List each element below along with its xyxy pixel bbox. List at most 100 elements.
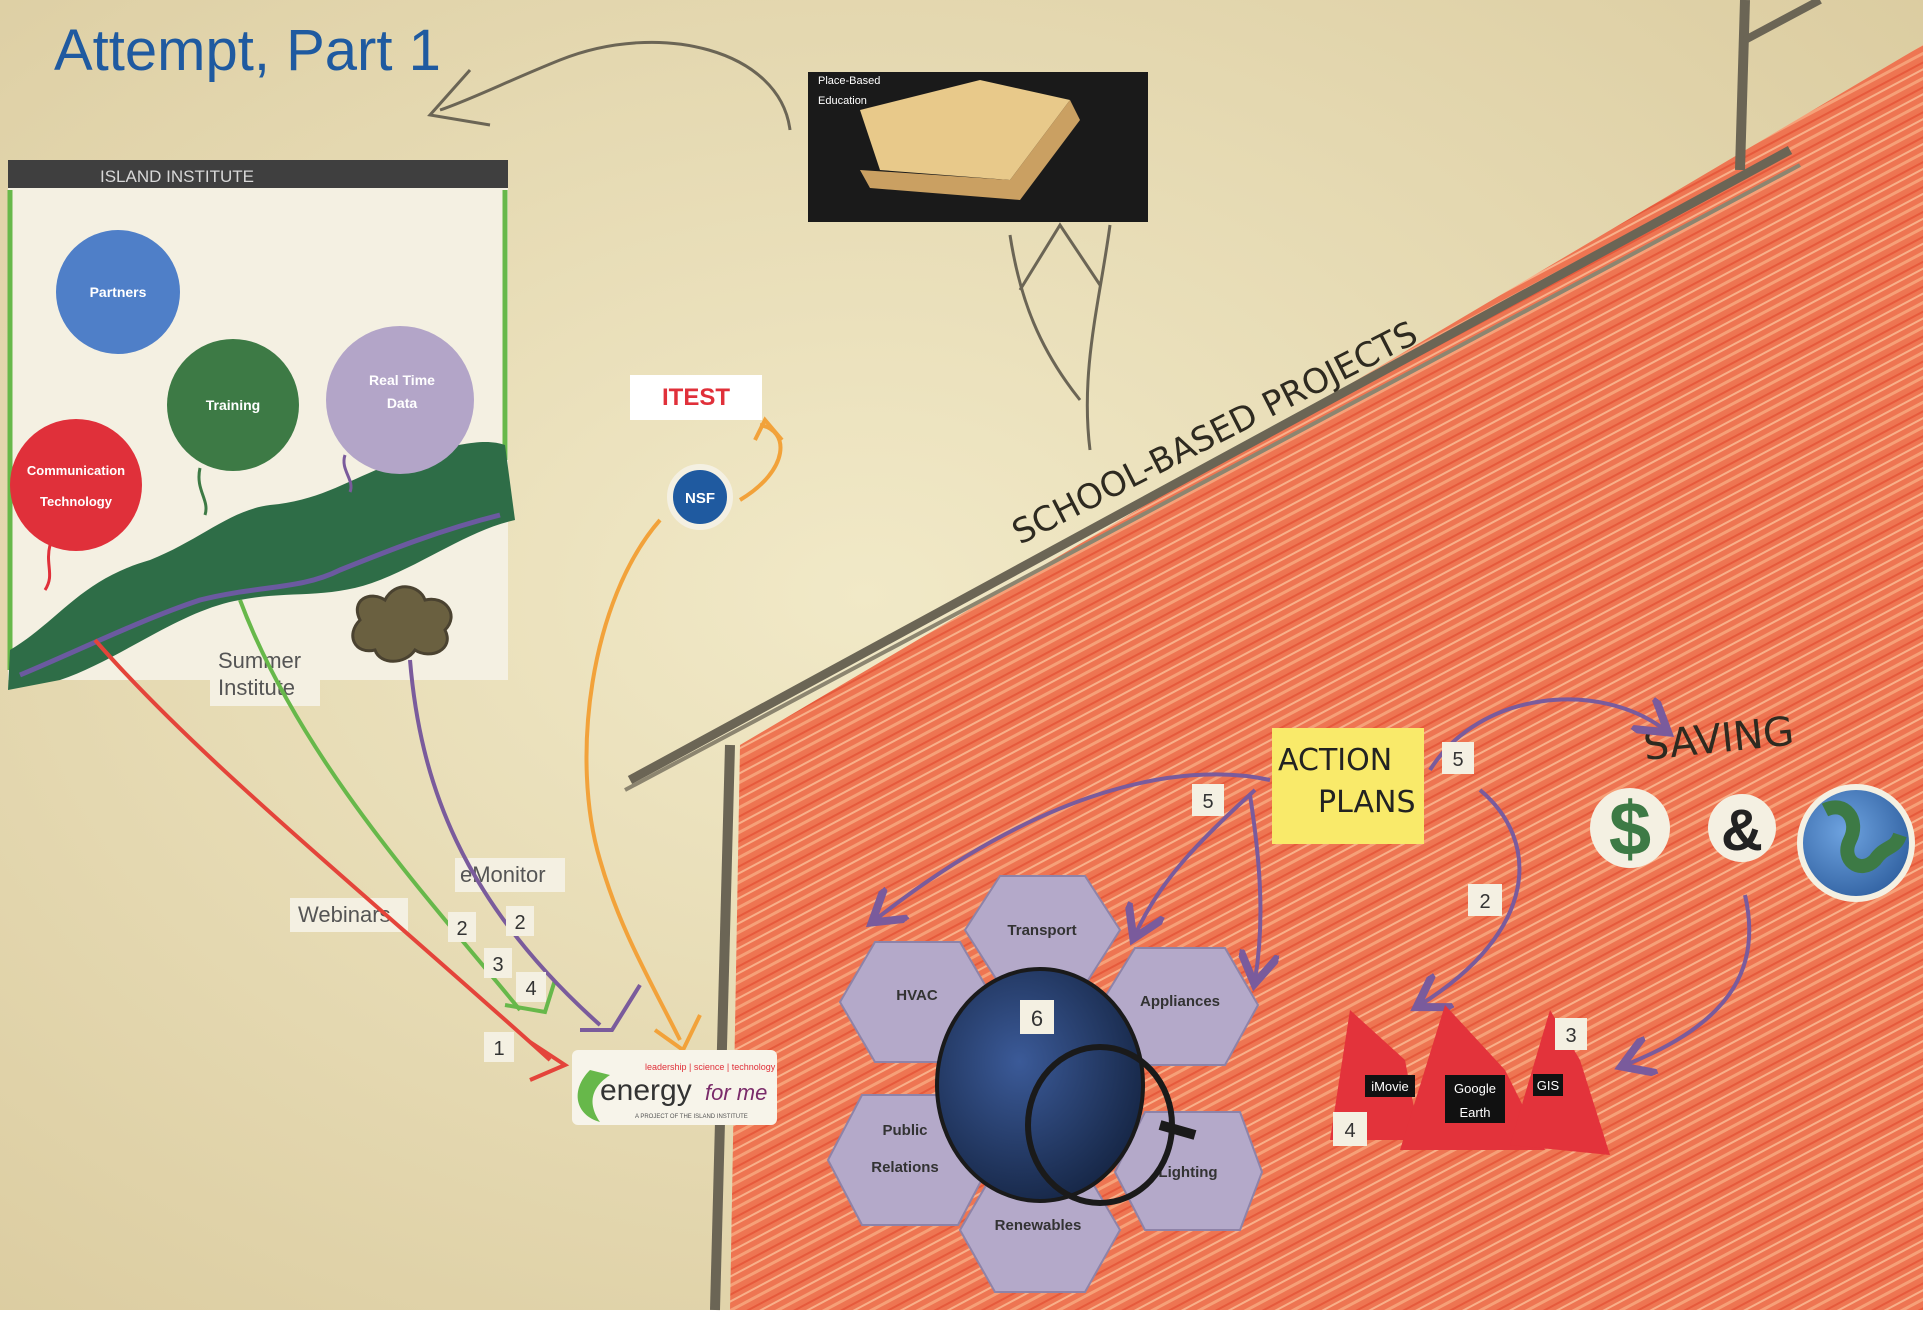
purple-arrow-head <box>580 983 642 1032</box>
realtime-data-circle <box>326 326 474 474</box>
action-to-appliances-arrow <box>1250 794 1260 980</box>
number-tag: 5 <box>1442 742 1474 774</box>
partners-label: Partners <box>90 284 147 300</box>
energy-logo-main: energy <box>600 1074 692 1107</box>
energy-for-me-logo <box>572 1050 777 1125</box>
dollar-sign: $ <box>1609 787 1651 872</box>
communication-label-line1: Communication <box>27 463 125 478</box>
nsf-orange-arrow <box>584 518 682 1041</box>
bottom-edge <box>0 1310 1923 1322</box>
summer-green-arrow <box>238 599 522 1012</box>
hexagon-renewables-label: Renewables <box>995 1217 1082 1234</box>
ampersand-cutout <box>1708 794 1776 862</box>
communication-label-line2: Technology <box>40 494 113 509</box>
hexagon-appliances-label: Appliances <box>1140 993 1220 1010</box>
tool-imovie: iMovie <box>1371 1079 1409 1094</box>
energy-logo-leaf <box>577 1070 610 1122</box>
number-tag: 5 <box>1192 784 1224 816</box>
number-tag: 2 <box>506 906 534 936</box>
emonitor-purple-arrow <box>408 659 602 1027</box>
hexagon-hvac-label: HVAC <box>896 987 938 1004</box>
book-label-line1: Place-Based <box>818 75 880 87</box>
tool-google-line1: Google <box>1454 1081 1496 1096</box>
gis-tag <box>1533 1074 1563 1096</box>
slide-title: Attempt, Part 1 <box>54 18 441 83</box>
arrow-to-book-sketch <box>1008 224 1112 451</box>
hexagon-lighting: Lighting <box>1113 1111 1264 1231</box>
red-arrow-head <box>528 1040 570 1082</box>
itest-logo-text: ITEST <box>662 384 730 411</box>
action-to-hvac-arrow <box>875 772 1271 920</box>
house-wall-line <box>710 744 735 1311</box>
training-circle <box>167 339 299 471</box>
number-tag: 2 <box>1468 884 1502 916</box>
book-pages <box>860 80 1070 180</box>
webinars-number-2: 2 <box>456 918 467 940</box>
cloud-scribble <box>351 585 453 663</box>
tool-gis: GIS <box>1537 1078 1560 1093</box>
realtime-label-line2: Data <box>387 395 418 411</box>
roof-line <box>627 146 1793 784</box>
tools-number-3: 3 <box>1565 1025 1576 1047</box>
institute-banner-text: ISLAND INSTITUTE <box>100 167 254 186</box>
magnifier-handle <box>1158 1120 1197 1140</box>
hexagon-public-line1: Public <box>882 1122 927 1139</box>
tool-google-line2: Earth <box>1459 1105 1490 1120</box>
coastline-map <box>8 442 515 690</box>
earth-landmass <box>1821 800 1907 873</box>
google-earth-tag <box>1445 1075 1505 1123</box>
nsf-itest-arrow <box>738 423 783 502</box>
action-to-transport-arrow <box>1135 788 1257 935</box>
roof-line-shadow <box>624 163 1801 792</box>
arrow-to-book-head <box>1018 222 1102 291</box>
comm-tail <box>43 544 52 591</box>
number-tag: 4 <box>1333 1112 1367 1146</box>
energy-logo-forme: for me <box>705 1080 767 1105</box>
green-arrow-head <box>504 979 557 1015</box>
chimney-left <box>1735 0 1750 171</box>
globe-number-6: 6 <box>1031 1006 1043 1031</box>
hexagon-appliances: Appliances <box>1098 947 1260 1066</box>
globe-number-tag <box>1020 1000 1054 1034</box>
coastline-edge <box>19 512 501 678</box>
institute-banner <box>8 160 508 188</box>
dollar-cutout <box>1590 788 1670 868</box>
number-tag: 4 <box>516 972 546 1002</box>
action-number-5a: 5 <box>1202 791 1213 813</box>
training-label: Training <box>206 397 260 413</box>
number-tag: 2 <box>448 912 476 942</box>
action-plans-line1: ACTION <box>1278 743 1392 778</box>
realtime-label-line1: Real Time <box>369 372 435 388</box>
nsf-itest-arrow-head <box>753 416 784 442</box>
communication-technology-circle <box>10 419 142 551</box>
imovie-tag <box>1365 1075 1415 1097</box>
action-plans-line2: PLANS <box>1318 785 1416 820</box>
hexagon-public-line2: Relations <box>871 1159 939 1176</box>
chimney-top <box>1743 0 1822 44</box>
webinars-red-arrow <box>93 638 552 1062</box>
energy-logo-footer: A PROJECT OF THE ISLAND INSTITUTE <box>635 1114 748 1120</box>
book-label-line2: Education <box>818 95 867 107</box>
number-tag: 1 <box>484 1032 514 1062</box>
saving-to-tools-arrow <box>1625 894 1752 1065</box>
summer-institute-tag <box>210 640 320 706</box>
number-1: 1 <box>493 1038 504 1060</box>
realtime-tail <box>342 454 353 493</box>
hexagon-lighting-label: Lighting <box>1158 1164 1217 1181</box>
number-tag: 3 <box>484 948 512 978</box>
book-edge <box>860 100 1080 200</box>
number-tag: 3 <box>1555 1018 1587 1050</box>
ampersand: & <box>1721 798 1763 863</box>
summer-institute-line1: Summer <box>218 648 301 673</box>
itest-logo <box>630 375 762 420</box>
emonitor-number-2: 2 <box>514 912 525 934</box>
number-3: 3 <box>492 954 503 976</box>
arrow-to-institute-sketch <box>439 40 792 131</box>
training-tail <box>197 467 208 516</box>
nsf-logo <box>667 464 733 530</box>
arrow-to-institute-head <box>427 69 491 127</box>
hexagon-transport-label: Transport <box>1007 922 1076 939</box>
tools-number-4: 4 <box>1344 1120 1355 1142</box>
